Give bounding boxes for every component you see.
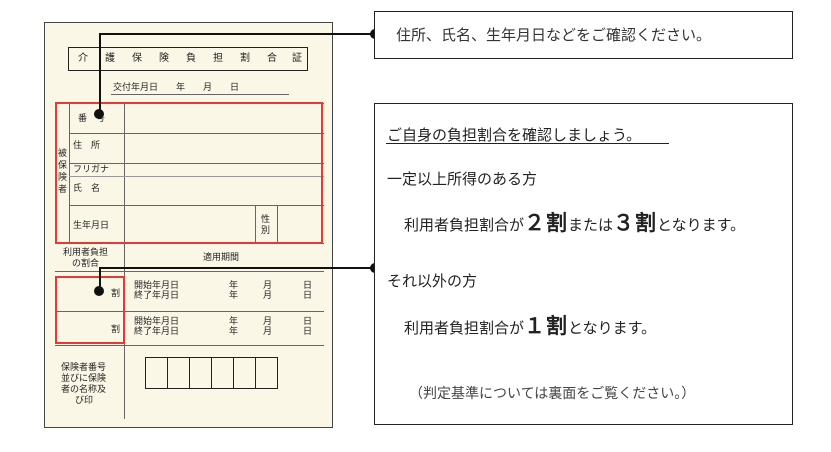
section2-title: それ以外の方 [387, 272, 478, 290]
s1-ratio-3: ３割 [613, 211, 658, 235]
table-rule [55, 271, 324, 272]
connector-line [99, 33, 375, 35]
connector-line [99, 267, 375, 269]
callout-confirm-box [374, 11, 793, 59]
issue-date-underline [111, 94, 289, 95]
insurer-number-box [189, 357, 212, 389]
s1-mid: または [568, 216, 614, 234]
ratio-heading: ご自身の負担割合を確認しましょう。 [387, 126, 642, 144]
connector-dot [94, 109, 104, 119]
ratio-heading-underline [386, 143, 669, 144]
connector-line [99, 33, 101, 114]
section2-text: 利用者負担割合が１割となります。 [404, 313, 656, 341]
insured-label-char: 被 [58, 149, 68, 159]
insurer-number-box [255, 357, 278, 389]
criteria-note: （判定基準については裏面をご覧ください。） [409, 386, 696, 402]
insurer-label: 並びに保険 [61, 374, 107, 384]
year-unit: 年 [229, 317, 239, 327]
section1-title: 一定以上所得のある方 [387, 170, 538, 188]
ratio-header: の割合 [72, 259, 100, 269]
ratio-wari: 割 [111, 289, 121, 299]
s2-prefix: 利用者負担割合が [404, 319, 525, 337]
insurer-label: び印 [75, 396, 94, 406]
birth-label: 生年月日 [73, 221, 110, 231]
certificate-title-box [68, 47, 308, 71]
certificate-title-char: 割 [240, 53, 250, 64]
connector-line [99, 267, 101, 291]
furigana-label: フリガナ [73, 165, 110, 175]
sex-label: 別 [261, 226, 271, 236]
s2-ratio-1: １割 [524, 314, 569, 338]
ratio-highlight [55, 276, 125, 344]
day-unit: 日 [303, 327, 313, 337]
period-header: 適用期間 [203, 253, 240, 263]
s2-suffix: となります。 [568, 319, 657, 337]
day-unit: 日 [303, 317, 313, 327]
table-rule [277, 205, 278, 243]
day-unit: 日 [303, 291, 313, 301]
table-rule [69, 205, 324, 206]
month-unit: 月 [263, 327, 273, 337]
table-rule-dashed [69, 176, 324, 177]
s1-suffix: となります。 [657, 216, 746, 234]
end-date-label: 終了年月日 [134, 327, 180, 337]
name-label: 氏 名 [73, 184, 101, 194]
s1-ratio-2: ２割 [524, 211, 569, 235]
callout-confirm-text: 住所、氏名、生年月日などをご確認ください。 [396, 26, 712, 44]
month-unit: 月 [263, 281, 273, 291]
address-label: 住 所 [73, 141, 101, 151]
insurer-label: 者の名称及 [61, 385, 107, 395]
certificate-title-char: 証 [292, 53, 302, 64]
year-unit: 年 [229, 327, 239, 337]
table-rule [69, 103, 70, 243]
insured-label-char: 者 [58, 185, 68, 195]
certificate-title-char: 護 [105, 53, 115, 64]
insurer-number-box [167, 357, 190, 389]
certificate-title-char: 合 [267, 53, 277, 64]
insured-label-char: 険 [58, 173, 68, 183]
certificate-title-char: 介 [78, 53, 88, 64]
table-rule [69, 133, 324, 134]
certificate-title-char: 担 [213, 53, 223, 64]
table-rule [124, 103, 125, 419]
start-date-label: 開始年月日 [134, 317, 180, 327]
insured-label-char: 保 [58, 161, 68, 171]
start-date-label: 開始年月日 [134, 281, 180, 291]
insurer-label: 保険者番号 [61, 363, 107, 373]
ratio-wari: 割 [111, 325, 121, 335]
insurer-number-box [211, 357, 234, 389]
table-rule [255, 205, 256, 243]
issue-date-label: 交付年月日 年 月 日 [113, 83, 240, 93]
ratio-header: 利用者負担 [63, 248, 109, 258]
day-unit: 日 [303, 281, 313, 291]
number-label: 番 号 [78, 114, 106, 124]
month-unit: 月 [263, 317, 273, 327]
s1-prefix: 利用者負担割合が [404, 216, 525, 234]
callout-ratio-box [374, 103, 793, 425]
insurance-certificate-card: 介 護 保 険 負 担 割 合 証 交付年月日 年 月 日 被 保 険 者 番 … [44, 22, 333, 428]
table-rule [55, 345, 324, 346]
section1-text: 利用者負担割合が２割または３割となります。 [404, 210, 745, 238]
connector-dot [94, 286, 104, 296]
sex-label: 性 [261, 215, 271, 225]
end-date-label: 終了年月日 [134, 291, 180, 301]
certificate-title-char: 保 [132, 53, 142, 64]
insured-info-highlight [55, 102, 323, 244]
insurer-number-box [145, 357, 168, 389]
table-rule [69, 163, 324, 164]
year-unit: 年 [229, 281, 239, 291]
month-unit: 月 [263, 291, 273, 301]
certificate-title-char: 険 [159, 53, 169, 64]
certificate-title-char: 負 [186, 53, 196, 64]
year-unit: 年 [229, 291, 239, 301]
table-rule [55, 311, 324, 312]
insurer-number-box [233, 357, 256, 389]
